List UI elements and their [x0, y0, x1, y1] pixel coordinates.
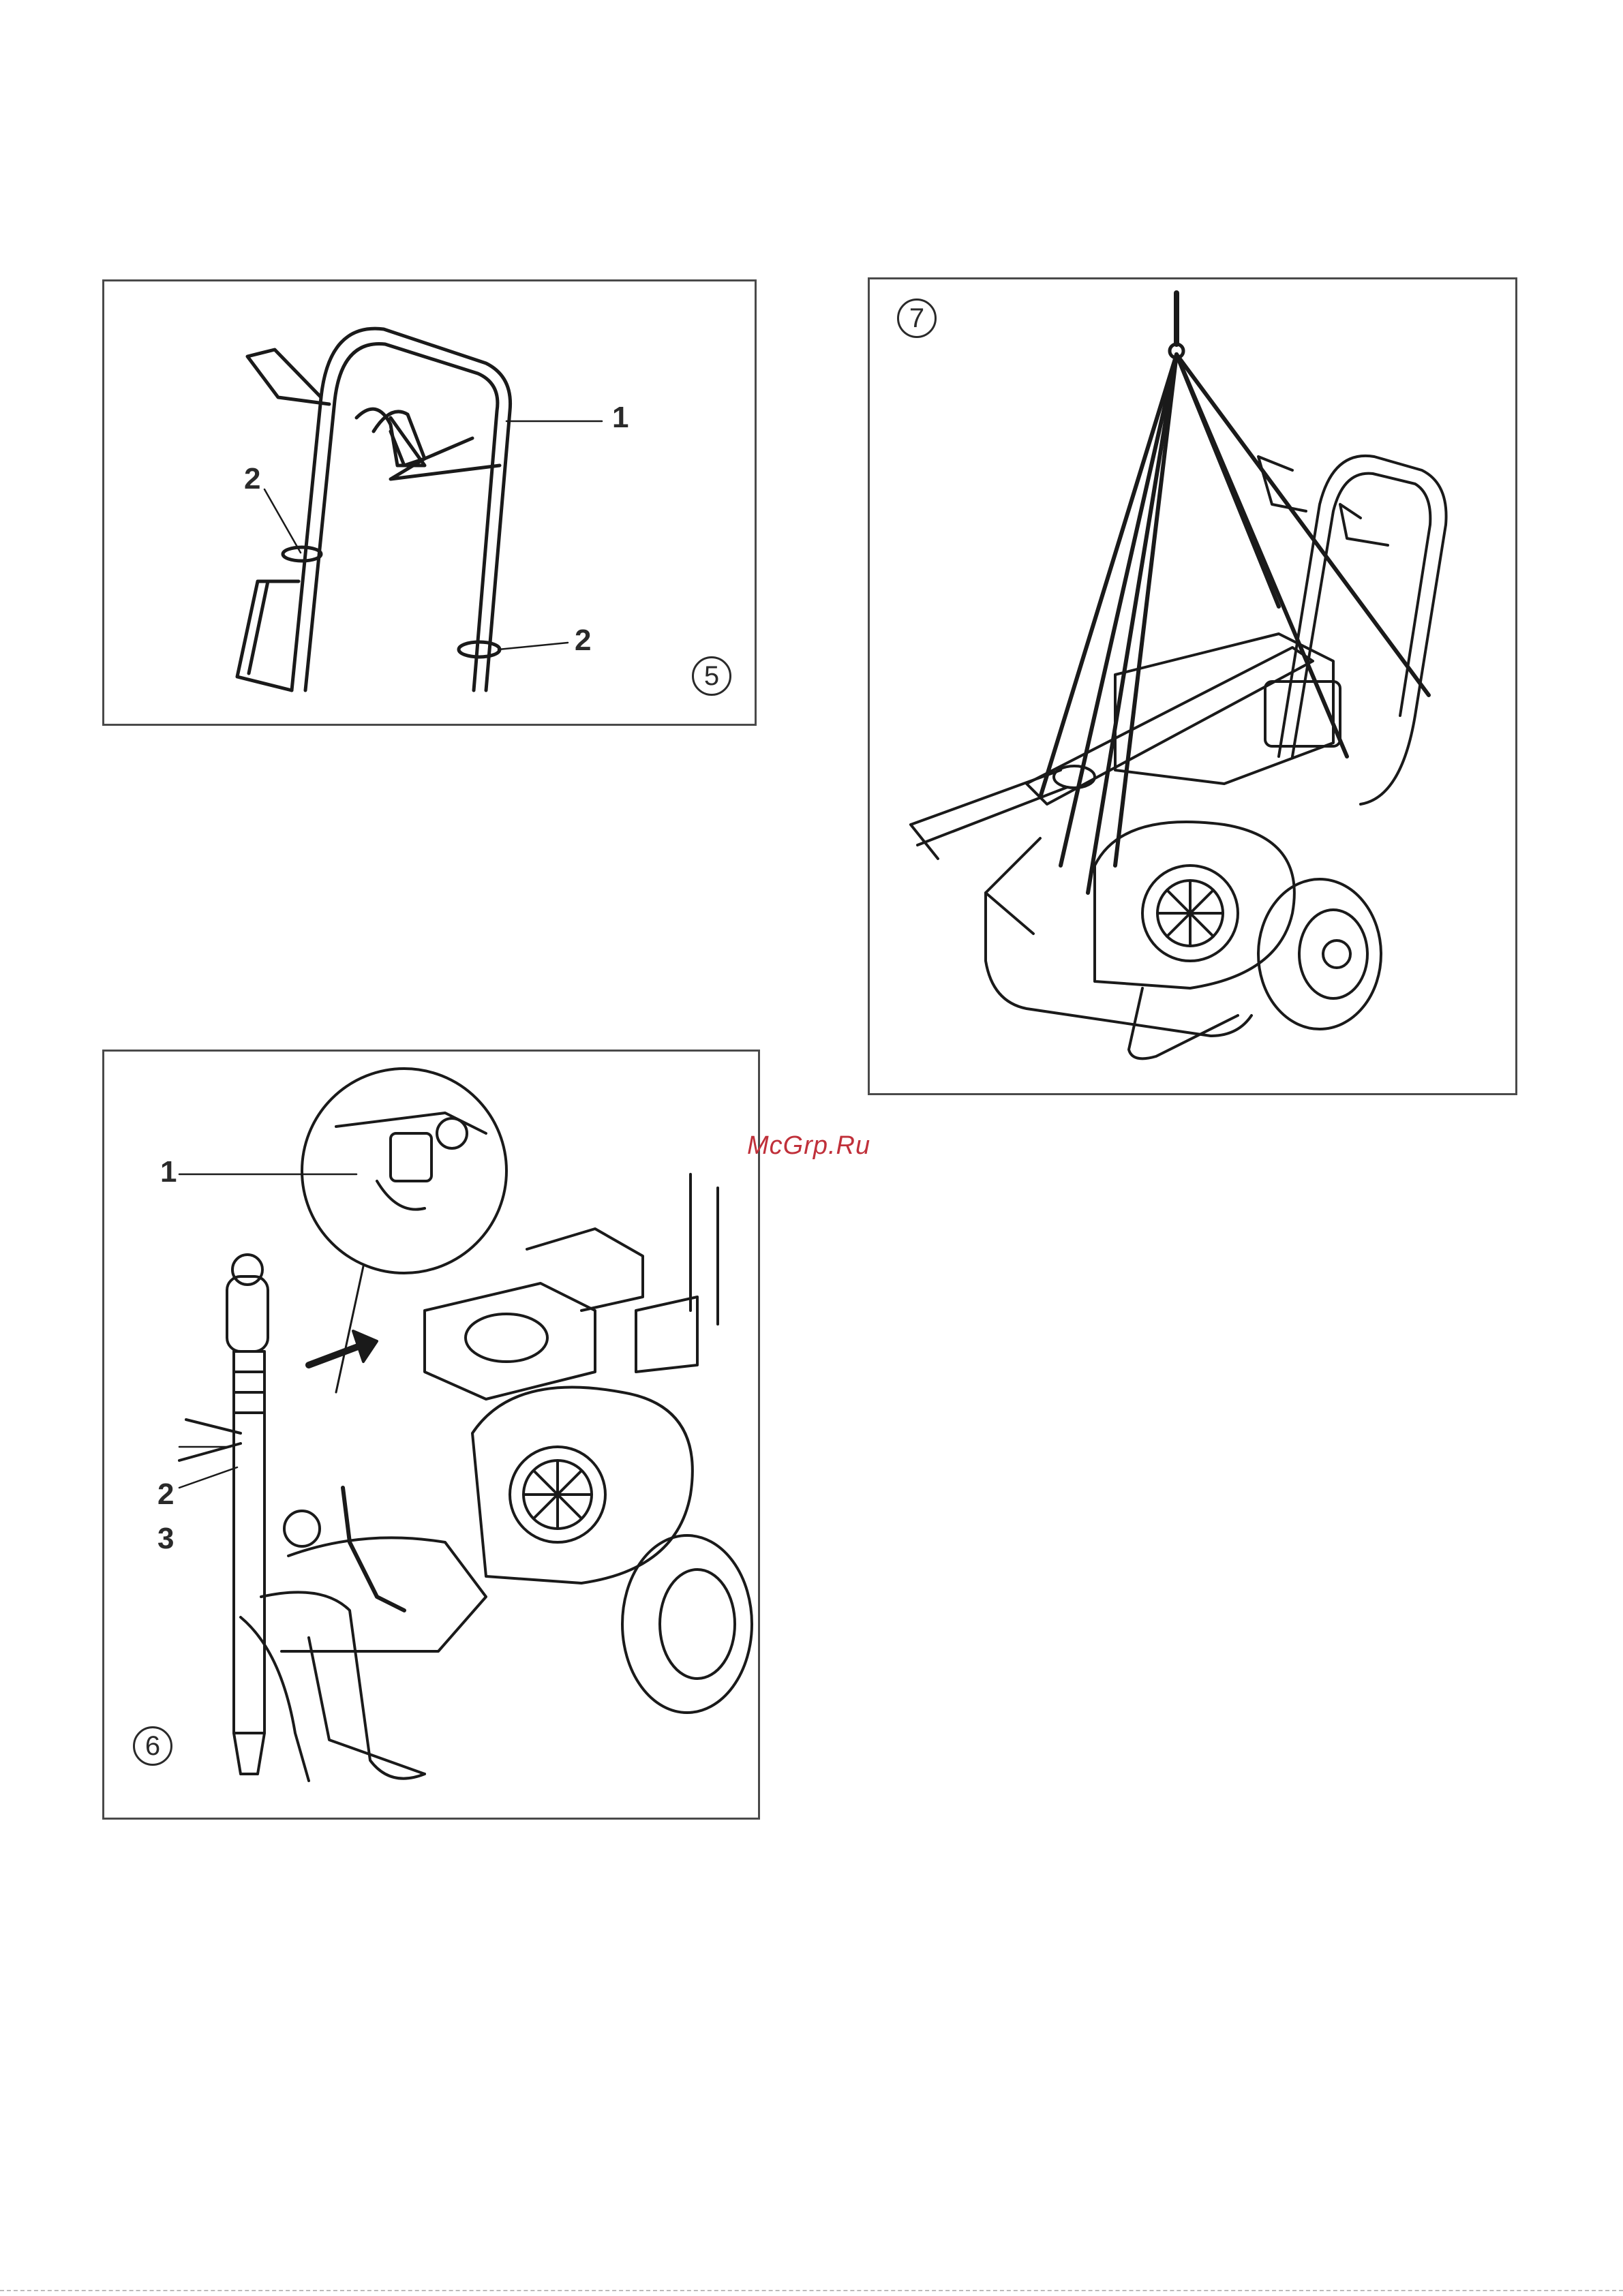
callout-2-right: 2: [575, 626, 591, 656]
pump-illustration: [104, 1052, 758, 1818]
watermark-text: McGrp.Ru: [747, 1131, 870, 1161]
figure-number-badge: 7: [897, 299, 937, 338]
lifting-illustration: [870, 279, 1515, 1093]
callout-1: 1: [612, 403, 628, 433]
handle-illustration: [104, 281, 755, 724]
callout-2: 2: [157, 1480, 174, 1510]
figure-5-handle-detail: 1 2 2 5: [102, 279, 757, 726]
figure-number-badge: 5: [692, 656, 731, 696]
figure-7-crane-lifting: 7: [868, 277, 1517, 1095]
footer-divider: [0, 2290, 1623, 2291]
callout-3: 3: [157, 1524, 174, 1554]
callout-2-left: 2: [244, 464, 260, 494]
figure-6-pump-assembly: 1 2 3 6: [102, 1050, 760, 1820]
callout-1: 1: [160, 1157, 177, 1187]
figure-number-badge: 6: [133, 1726, 172, 1766]
